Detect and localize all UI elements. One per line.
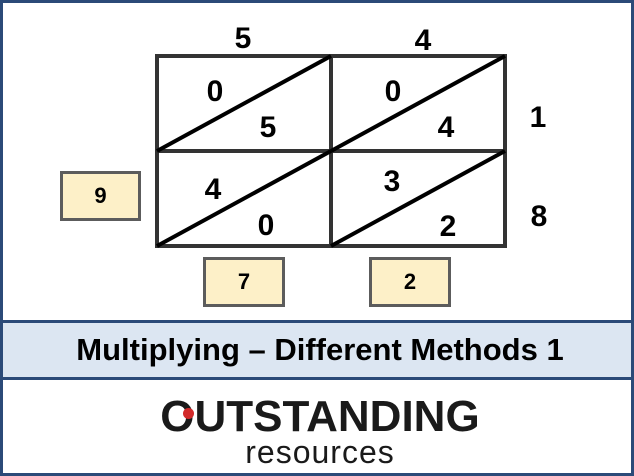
answer-box-bottom-right: 2 (369, 257, 451, 307)
cell-2-2-tens: 3 (384, 165, 401, 198)
cell-1-2-units: 4 (438, 111, 455, 144)
logo-subtitle: resources (245, 434, 395, 470)
diagonal-cell-1-2 (330, 54, 506, 153)
right-digit-1: 1 (530, 101, 547, 134)
cell-1-1-units: 5 (260, 111, 277, 144)
answer-box-left: 9 (60, 171, 141, 221)
title-band: Multiplying – Different Methods 1 (3, 320, 631, 380)
cell-2-1-tens: 4 (205, 173, 222, 206)
right-digit-2: 8 (531, 200, 548, 233)
logo: OUTSTANDING resources (3, 388, 631, 473)
cell-2-1-units: 0 (258, 209, 275, 242)
diagonal-cell-2-2 (330, 149, 506, 248)
logo-wordmark: OUTSTANDING (160, 392, 480, 441)
diagonal-cell-1-1 (156, 54, 332, 153)
logo-dot-icon (183, 408, 194, 419)
page-title: Multiplying – Different Methods 1 (76, 332, 564, 367)
cell-1-1-tens: 0 (207, 75, 224, 108)
lattice-grid: 5 4 1 8 0 5 0 4 4 0 3 2 (155, 22, 548, 248)
cell-2-2-units: 2 (440, 210, 457, 243)
cell-1-2-tens: 0 (385, 75, 402, 108)
top-digit-2: 4 (415, 24, 432, 57)
diagonal-cell-2-1 (156, 149, 332, 248)
top-digit-1: 5 (235, 22, 252, 55)
answer-box-bottom-left: 7 (203, 257, 285, 307)
